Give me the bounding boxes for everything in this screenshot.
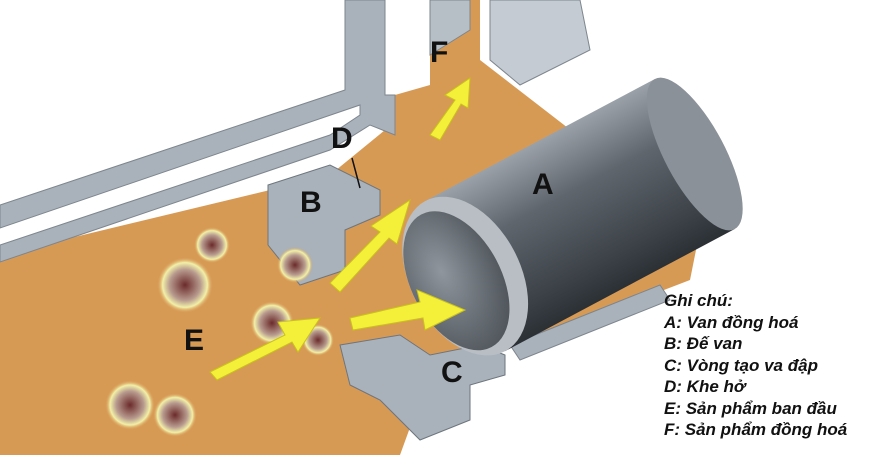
label-d: D bbox=[331, 122, 353, 155]
legend-item: E: Sản phẩm ban đầu bbox=[664, 398, 837, 418]
legend: Ghi chú: A: Van đồng hoá B: Đế van C: Vò… bbox=[664, 290, 847, 441]
legend-title: Ghi chú: bbox=[664, 291, 733, 310]
label-e: E bbox=[184, 324, 205, 357]
arrow-icon bbox=[429, 77, 471, 141]
impact-ring-c bbox=[339, 334, 506, 441]
upper-wall bbox=[0, 0, 396, 263]
label-a: A bbox=[532, 168, 554, 201]
gap-d-pointer bbox=[351, 157, 361, 189]
legend-item: D: Khe hở bbox=[664, 377, 746, 396]
label-f: F bbox=[430, 36, 449, 69]
particles bbox=[105, 227, 334, 437]
arrow-icon bbox=[349, 289, 467, 331]
lower-wall bbox=[509, 284, 671, 361]
upper-right-wall bbox=[429, 0, 471, 56]
outlet-housing bbox=[489, 0, 591, 86]
legend-item: B: Đế van bbox=[664, 334, 743, 353]
arrow-icon bbox=[329, 198, 411, 293]
arrow-icon bbox=[209, 317, 321, 381]
flow-arrows bbox=[209, 77, 471, 381]
legend-item: C: Vòng tạo va đập bbox=[664, 355, 818, 375]
label-b: B bbox=[300, 186, 322, 219]
label-c: C bbox=[441, 356, 463, 389]
legend-item: A: Van đồng hoá bbox=[664, 312, 799, 332]
legend-item: F: Sản phẩm đồng hoá bbox=[664, 420, 848, 439]
